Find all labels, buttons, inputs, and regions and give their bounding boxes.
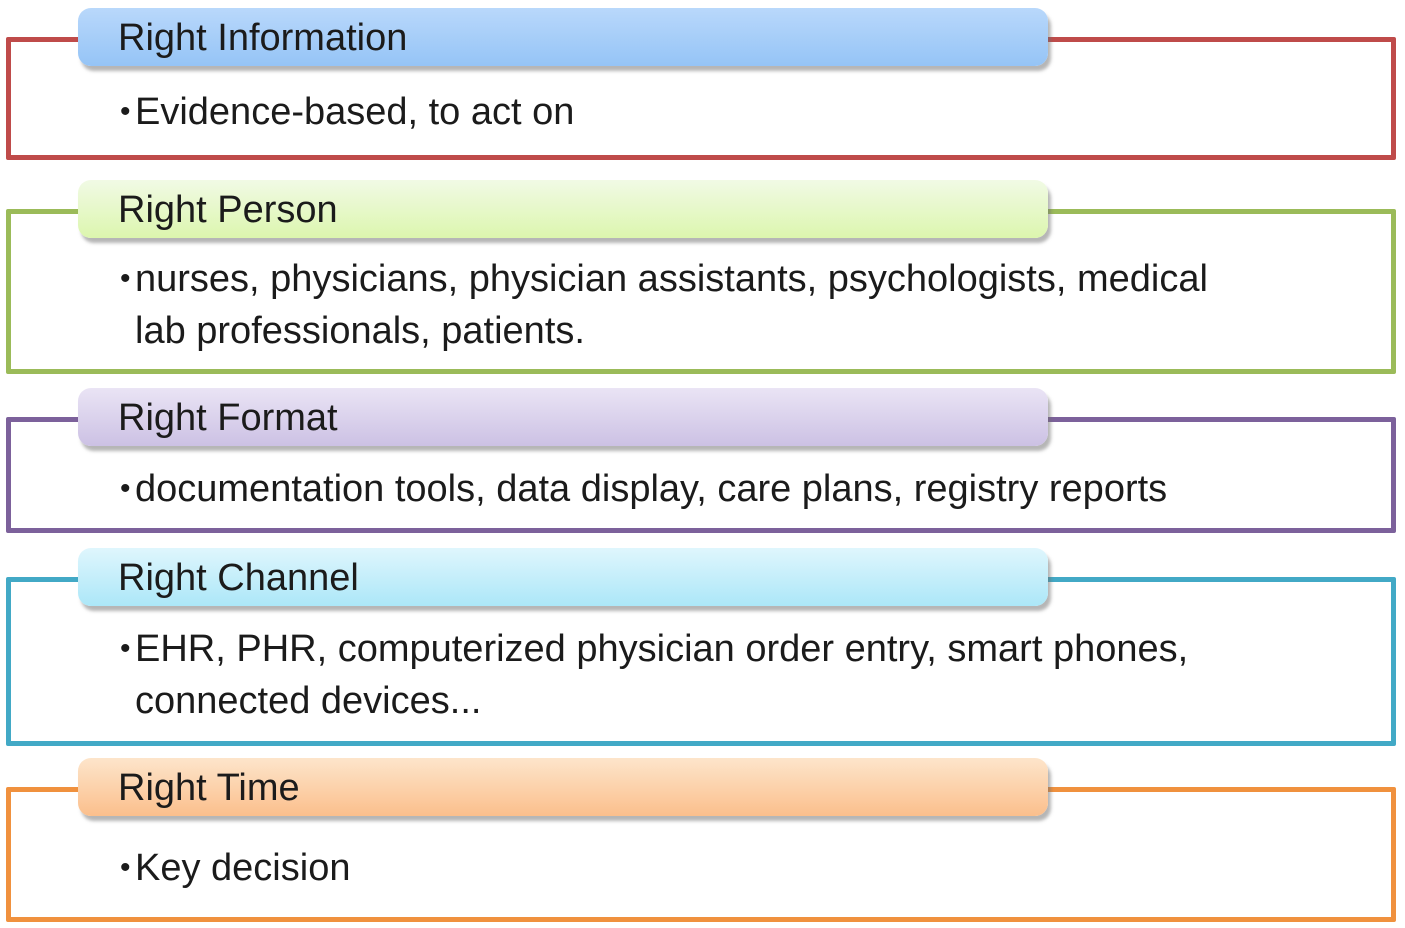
item-content: nurses, physicians, physician assistants… bbox=[120, 242, 1220, 368]
item-header-bar: Right Channel bbox=[78, 548, 1048, 606]
item-content: Key decision bbox=[120, 820, 1220, 916]
list-item-right-information: Right Information Evidence-based, to act… bbox=[0, 8, 1405, 160]
bullet-item: EHR, PHR, computerized physician order e… bbox=[120, 623, 1220, 727]
item-content: EHR, PHR, computerized physician order e… bbox=[120, 610, 1220, 740]
item-title: Right Information bbox=[118, 17, 408, 59]
list-item-right-format: Right Format documentation tools, data d… bbox=[0, 388, 1405, 533]
item-content: Evidence-based, to act on bbox=[120, 70, 1220, 154]
item-title: Right Channel bbox=[118, 557, 359, 599]
item-title: Right Person bbox=[118, 189, 338, 231]
item-header-bar: Right Format bbox=[78, 388, 1048, 446]
item-title: Right Time bbox=[118, 767, 300, 809]
item-header-bar: Right Information bbox=[78, 8, 1048, 66]
item-title: Right Format bbox=[118, 397, 338, 439]
bullet-item: nurses, physicians, physician assistants… bbox=[120, 253, 1220, 357]
item-header-bar: Right Time bbox=[78, 758, 1048, 816]
list-item-right-person: Right Person nurses, physicians, physici… bbox=[0, 180, 1405, 374]
item-header-bar: Right Person bbox=[78, 180, 1048, 238]
list-item-right-time: Right Time Key decision bbox=[0, 758, 1405, 922]
bullet-item: documentation tools, data display, care … bbox=[120, 463, 1220, 515]
bullet-item: Evidence-based, to act on bbox=[120, 86, 1220, 138]
list-item-right-channel: Right Channel EHR, PHR, computerized phy… bbox=[0, 548, 1405, 746]
item-content: documentation tools, data display, care … bbox=[120, 450, 1220, 527]
bullet-item: Key decision bbox=[120, 842, 1220, 894]
